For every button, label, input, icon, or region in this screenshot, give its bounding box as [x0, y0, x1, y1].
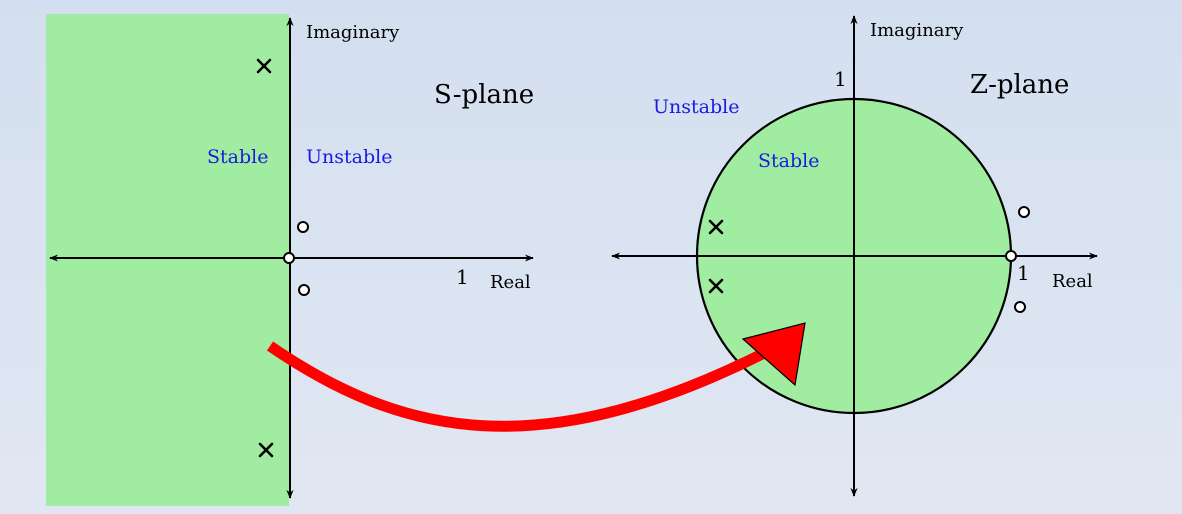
s-plane-zero: [297, 221, 309, 233]
s-plane-pole: [256, 58, 272, 74]
z-plane-pole: [708, 219, 724, 235]
z-plane-pole: [708, 278, 724, 294]
z-plane-zero: [1014, 301, 1026, 313]
curved-mapping-arrow-icon: [266, 322, 806, 432]
z-plane: Imaginary 1 Z-plane Unstable Stable 1 Re…: [611, 15, 1098, 497]
s-plane-pole: [258, 442, 274, 458]
s-plane-stable-label: Stable: [207, 146, 268, 168]
mapping-arrow-head: [741, 322, 806, 387]
z-plane-zero: [1005, 250, 1017, 262]
z-plane-real-label: Real: [1052, 271, 1093, 292]
z-plane-stable-label: Stable: [758, 150, 819, 172]
z-plane-unstable-label: Unstable: [653, 96, 739, 118]
z-plane-unit-tick-label-real: 1: [1017, 261, 1030, 285]
z-plane-zero: [1018, 206, 1030, 218]
mapping-arrow-shaft: [266, 340, 783, 432]
s-plane-stable-region: [46, 14, 289, 506]
s-plane-zero: [283, 252, 295, 264]
s-plane-zero: [298, 284, 310, 296]
s-plane-title: S-plane: [434, 80, 534, 110]
z-plane-unit-tick-label-imag: 1: [834, 67, 847, 91]
s-plane-real-label: Real: [490, 272, 531, 293]
z-plane-imaginary-label: Imaginary: [870, 20, 964, 41]
s-plane-unstable-label: Unstable: [306, 146, 392, 168]
s-plane: Imaginary S-plane Stable Unstable 1 Real: [46, 14, 534, 506]
s-plane-unit-tick-label: 1: [456, 265, 469, 289]
z-plane-title: Z-plane: [970, 70, 1069, 100]
s-plane-imaginary-label: Imaginary: [306, 22, 400, 43]
